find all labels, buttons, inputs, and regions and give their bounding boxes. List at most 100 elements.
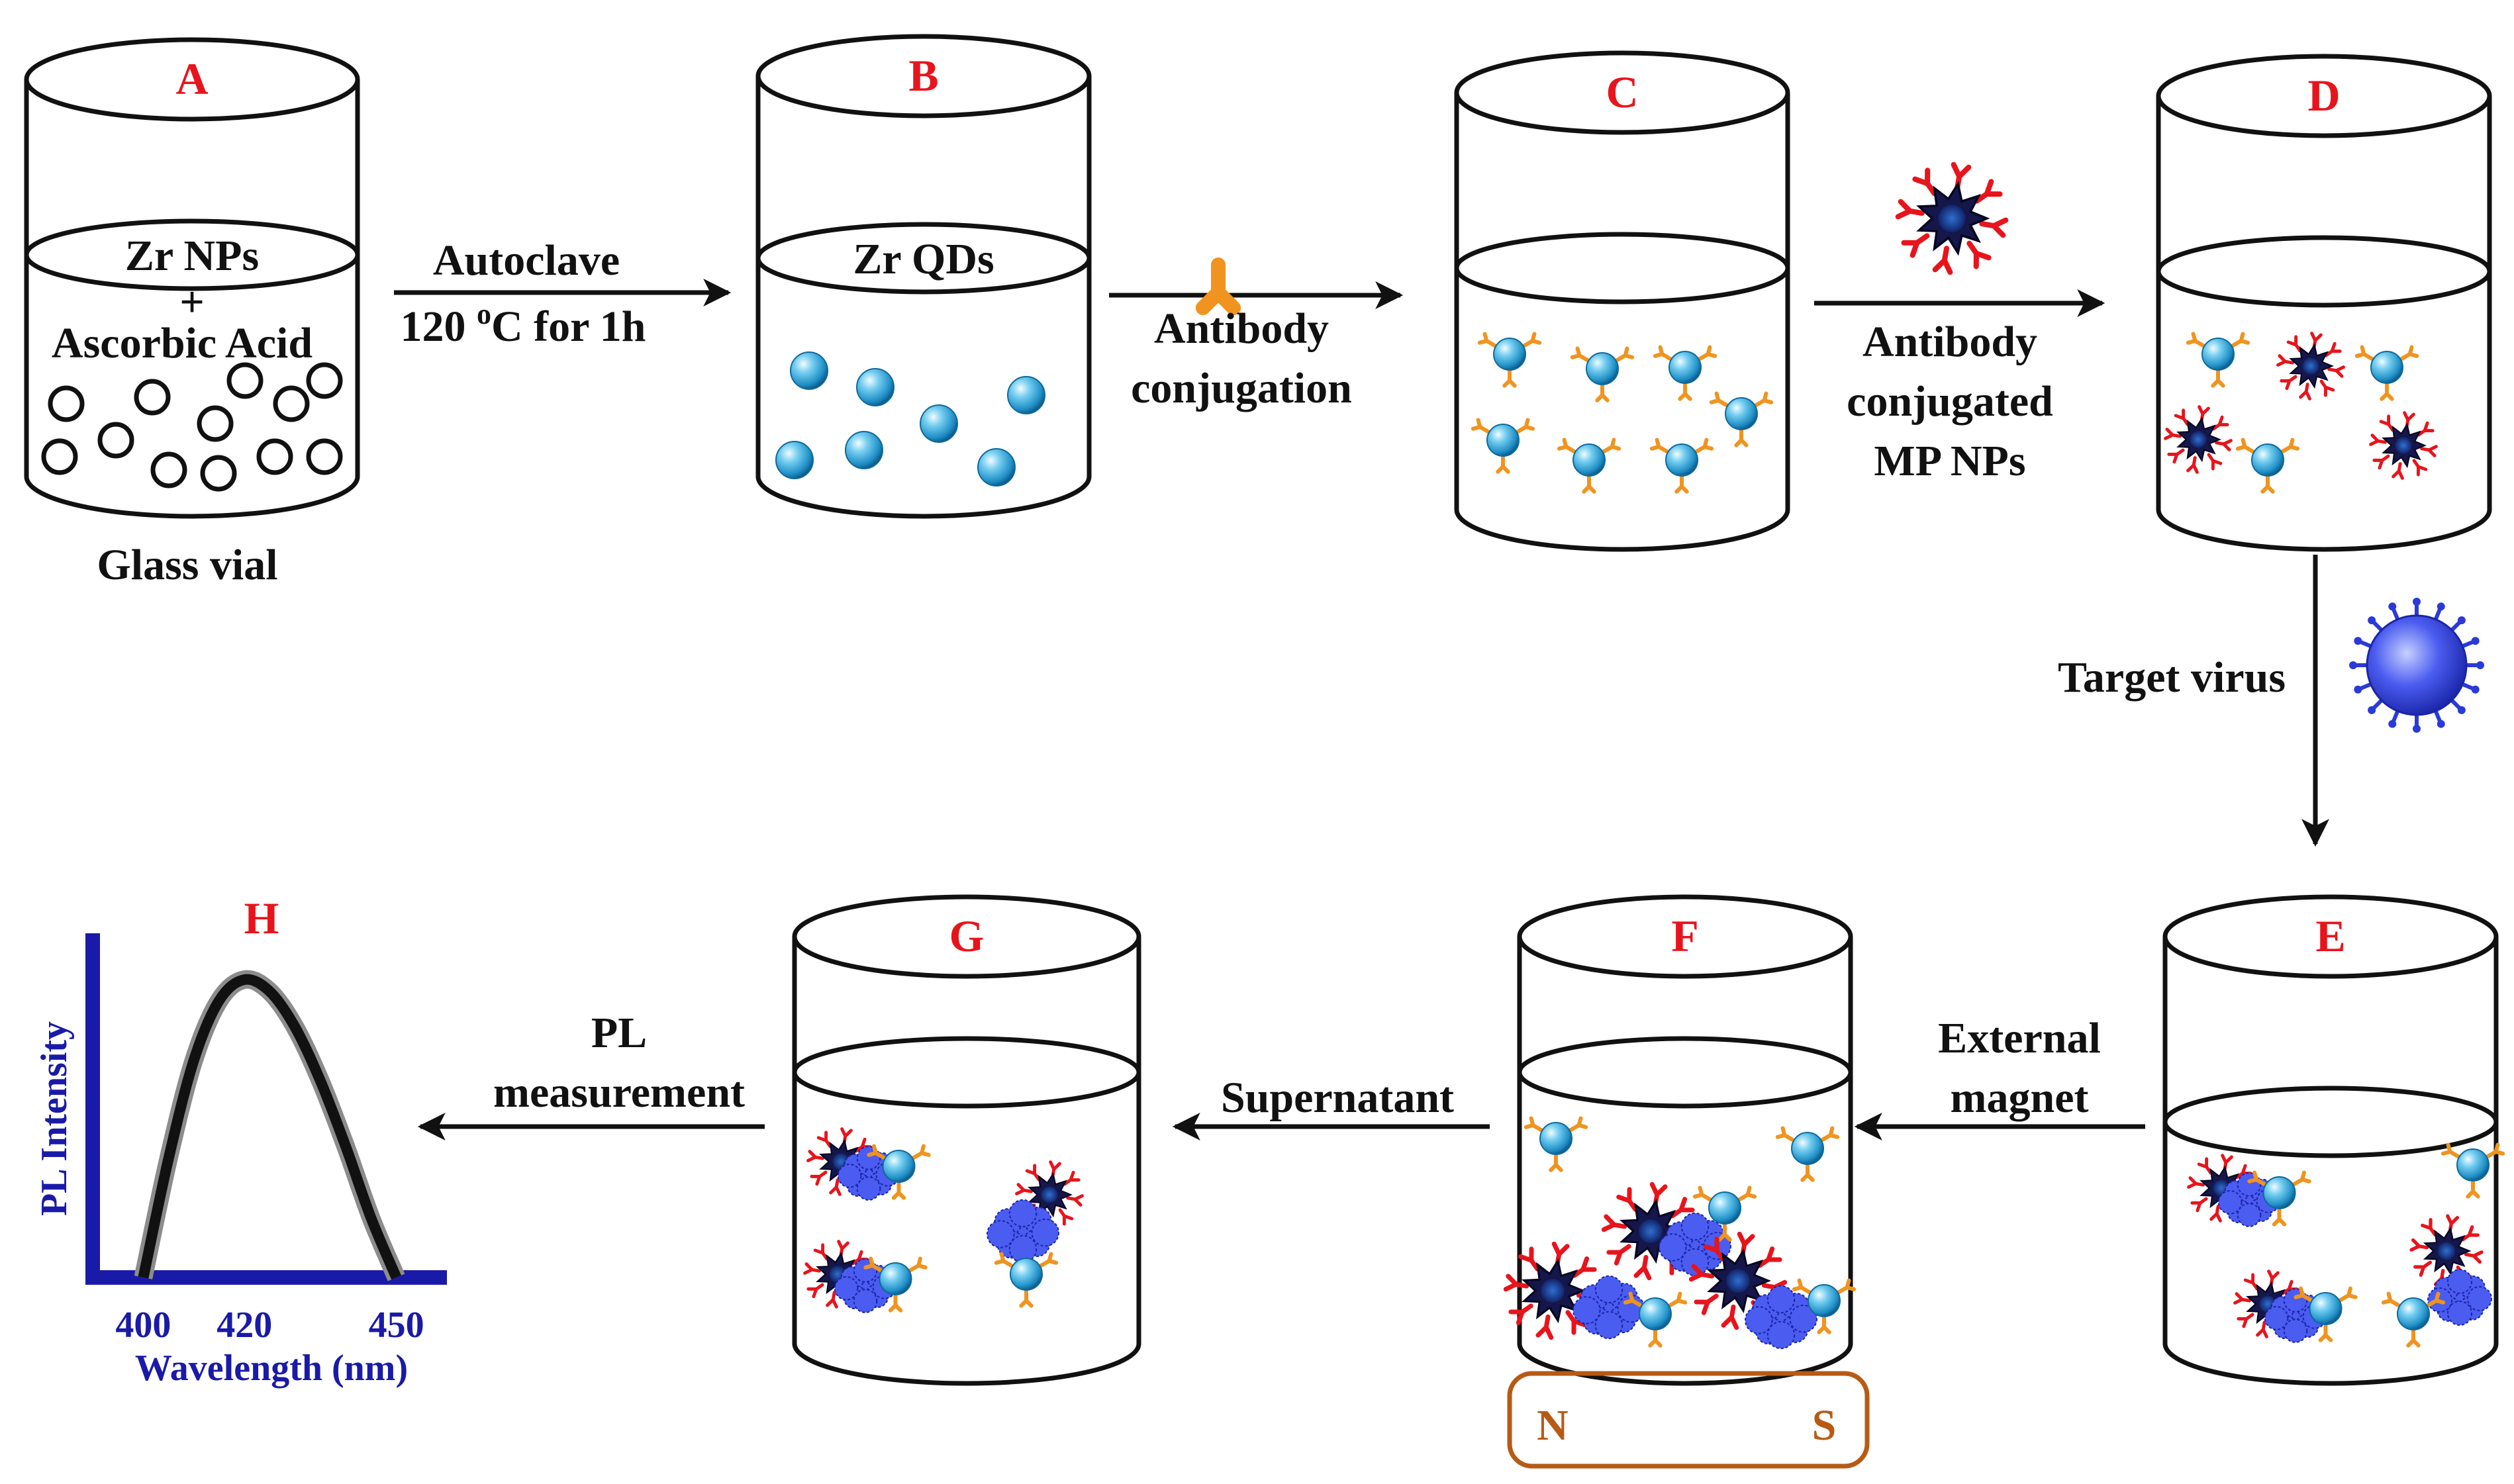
liquid-surface: [2162, 1086, 2499, 1158]
qd-particle-icon: [2201, 338, 2235, 371]
antibody-conjugation-label-2: conjugation: [1131, 364, 1352, 412]
mp-nanoparticle-icon: [1895, 162, 2009, 275]
antibody-icon: [1717, 1223, 1732, 1242]
container-letter: D: [2307, 70, 2340, 120]
antibody-icon: [1570, 346, 1590, 362]
antibody-icon: [1674, 475, 1689, 494]
step-labels: Autoclave 120 oC for 1h Antibody conjuga…: [97, 236, 2286, 1122]
target-virus-label: Target virus: [2058, 653, 2286, 702]
vial-rim: [792, 894, 1141, 979]
antibody-icon: [2406, 1329, 2421, 1348]
antibody-icon: [867, 1144, 886, 1160]
antibody-icon: [1615, 346, 1635, 362]
mp-nanoparticle-icon: [2369, 411, 2438, 480]
zr-np-particle: [256, 438, 293, 475]
mp-nanoparticle-icon: [2164, 405, 2233, 474]
antibody-icon: [2247, 1170, 2266, 1186]
mp-nanoparticle-icon: [2409, 1214, 2484, 1288]
antibody-icon: [2272, 1208, 2287, 1227]
antibody-icon: [2318, 1324, 2333, 1342]
liquid-surface: [792, 1036, 1141, 1109]
antibody-icon: [1477, 332, 1497, 348]
qd-particle-icon: [1791, 1132, 1824, 1165]
antibody-icon: [1595, 384, 1610, 402]
antibody-icon: [1516, 418, 1535, 434]
antibody-icon: [1734, 429, 1749, 447]
glass-vial-caption: Glass vial: [97, 541, 277, 589]
qd-particle-icon: [879, 1262, 912, 1295]
antibody-icon: [1837, 1278, 1857, 1294]
antibody-icon: [1582, 475, 1596, 494]
plus-sign: +: [179, 278, 205, 326]
magnet-body: [1507, 1371, 1870, 1469]
autoclave-label: Autoclave: [433, 236, 620, 285]
antibody-icon: [1557, 438, 1576, 453]
qd-particle-icon: [1639, 1297, 1672, 1330]
glass-vial-icon: D: [2156, 54, 2492, 552]
container-letter: B: [908, 50, 938, 101]
antibody-icon: [1195, 257, 1241, 316]
qd-particle-icon: [1572, 443, 1606, 477]
antibody-icon: [1653, 345, 1672, 361]
degree-superscript: o: [477, 298, 491, 330]
pl-curve-shadow: [134, 970, 405, 1281]
glass-vial-icon: F: [1517, 894, 1853, 1386]
antibody-icon: [1817, 1316, 1831, 1334]
antibody-icon: [863, 1256, 883, 1272]
qd-particle-icon: [2251, 443, 2284, 477]
antibody-icon: [2339, 1286, 2358, 1302]
antibody-icon: [2294, 1286, 2313, 1302]
antibody-icon: [1019, 1289, 1034, 1308]
qd-particle-icon: [1493, 338, 1526, 371]
antibody-icon: [1648, 1329, 1663, 1348]
qd-particle-icon: [2397, 1297, 2430, 1330]
vial-bottom: [24, 476, 360, 519]
antibody-icon: [2441, 1142, 2460, 1158]
antibody-icon: [2292, 1170, 2311, 1186]
pl-curve-icon: [138, 974, 401, 1280]
antibody-icon: [2486, 1142, 2505, 1158]
qd-particle-icon: [2370, 351, 2403, 384]
antibody-icon: [2231, 332, 2250, 348]
antibody-icon: [1569, 1116, 1588, 1132]
liquid-surface: [1517, 1036, 1853, 1109]
liquid-surface: [1454, 232, 1790, 304]
vial-bottom: [792, 1343, 1141, 1386]
magnet-north-label: N: [1537, 1401, 1569, 1450]
zr-np-particle: [197, 405, 234, 442]
vial-rim: [1454, 50, 1790, 135]
glass-vial-icon: A: [24, 37, 360, 519]
antibody-icon: [2235, 438, 2255, 453]
antibody-icon: [2466, 1180, 2480, 1199]
antibody-conjugation-label-1: Antibody: [1154, 304, 1329, 353]
zr-np-particle: [134, 379, 171, 416]
mp-np-label-1: Antibody: [1862, 318, 2037, 366]
antibody-icon: [1602, 438, 1621, 453]
glass-vial-icon: E: [2162, 894, 2499, 1386]
zr-np-particle: [150, 451, 187, 488]
antibody-icon: [2186, 332, 2205, 348]
glass-vial-icon: B: [755, 34, 1092, 519]
ascorbic-acid-label: Ascorbic Acid: [52, 319, 313, 367]
qd-particle-icon: [920, 404, 958, 443]
vial-bottom: [2156, 509, 2492, 552]
magnet-south-label: S: [1812, 1401, 1837, 1450]
antibody-icon: [908, 1256, 928, 1272]
chart-tick-label: 400: [115, 1305, 171, 1346]
qd-particle-icon: [882, 1150, 916, 1183]
vial-rim: [1517, 894, 1853, 979]
mp-nanoparticle-icon: [1503, 1241, 1602, 1340]
antibody-icon: [1496, 455, 1510, 474]
zr-qds-label: Zr QDs: [853, 235, 994, 283]
antibody-icon: [1502, 369, 1517, 388]
antibody-icon: [1792, 1278, 1812, 1294]
container-letter: C: [1606, 67, 1638, 117]
glass-vial-icon: C: [1454, 50, 1790, 552]
antibody-icon: [1775, 1126, 1795, 1142]
qd-particle-icon: [1007, 376, 1045, 414]
antibody-icon: [1698, 345, 1717, 361]
liquid-surface: [2156, 235, 2492, 308]
antibody-icon: [994, 1252, 1014, 1268]
magnet-icon: N S: [1507, 1371, 1870, 1469]
